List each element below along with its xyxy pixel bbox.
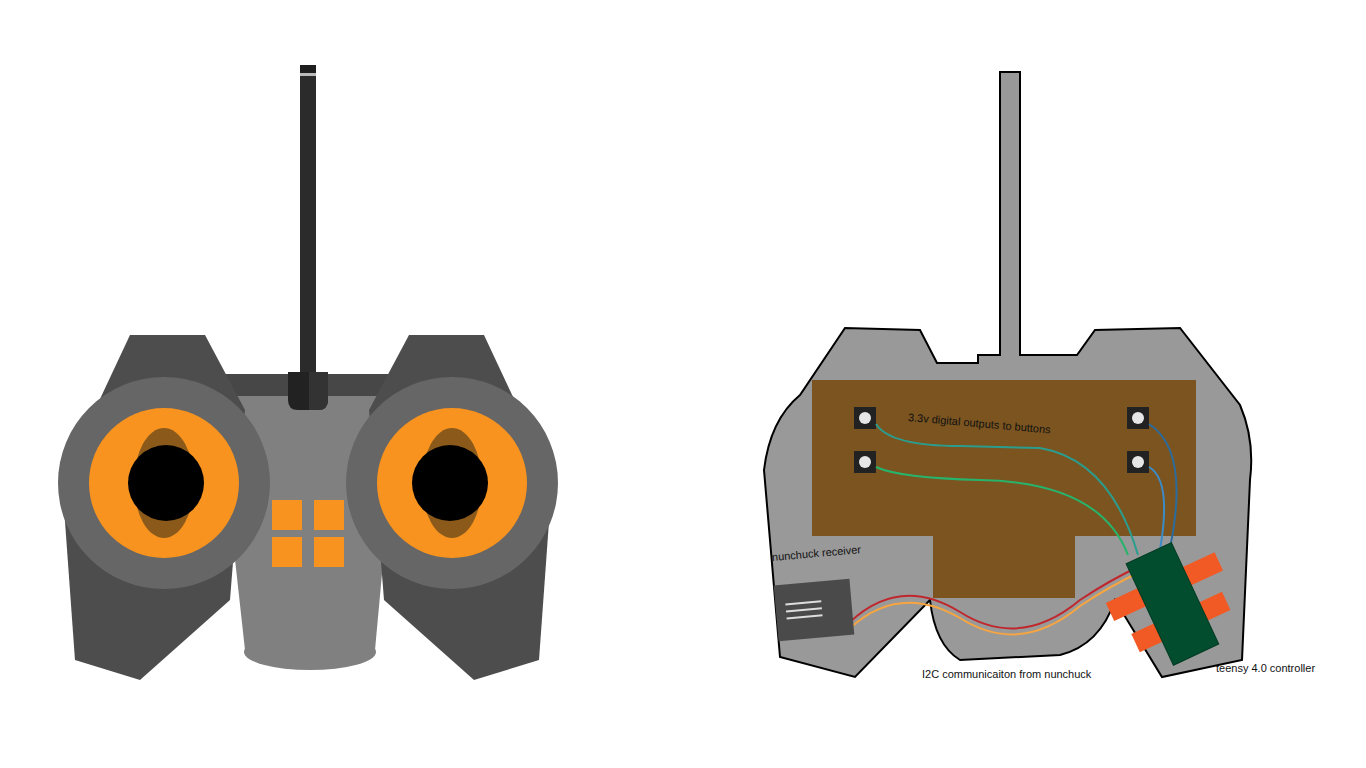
joystick-well: [377, 408, 527, 558]
nunchuck-receiver: [774, 579, 855, 641]
joystick-well: [89, 408, 239, 558]
joystick-knob: [412, 445, 488, 521]
antenna-base: [288, 372, 328, 410]
circuit-board-tab: [933, 534, 1075, 598]
antenna-tip: [300, 65, 316, 73]
part-name: teensy 4.0 controller: [1216, 662, 1315, 675]
button: [314, 500, 344, 530]
joystick-ring: [346, 377, 558, 589]
button: [272, 500, 302, 530]
button: [314, 537, 344, 567]
button: [272, 537, 302, 567]
antenna-band: [300, 73, 316, 76]
circuit-board: [812, 380, 1196, 536]
antenna: [300, 65, 316, 375]
signal-note: I2C communicaiton from nunchuck: [922, 668, 1091, 681]
joystick-knob: [128, 445, 204, 521]
antenna-base-shade: [309, 372, 328, 410]
i2c-wires: [850, 566, 1140, 634]
joystick-ring: [58, 377, 270, 589]
housing-outline: [764, 72, 1251, 677]
body-bottom: [244, 634, 376, 670]
teensy-board: [1094, 528, 1250, 680]
push-buttons: [854, 407, 1149, 473]
button-wires: [876, 424, 1177, 555]
